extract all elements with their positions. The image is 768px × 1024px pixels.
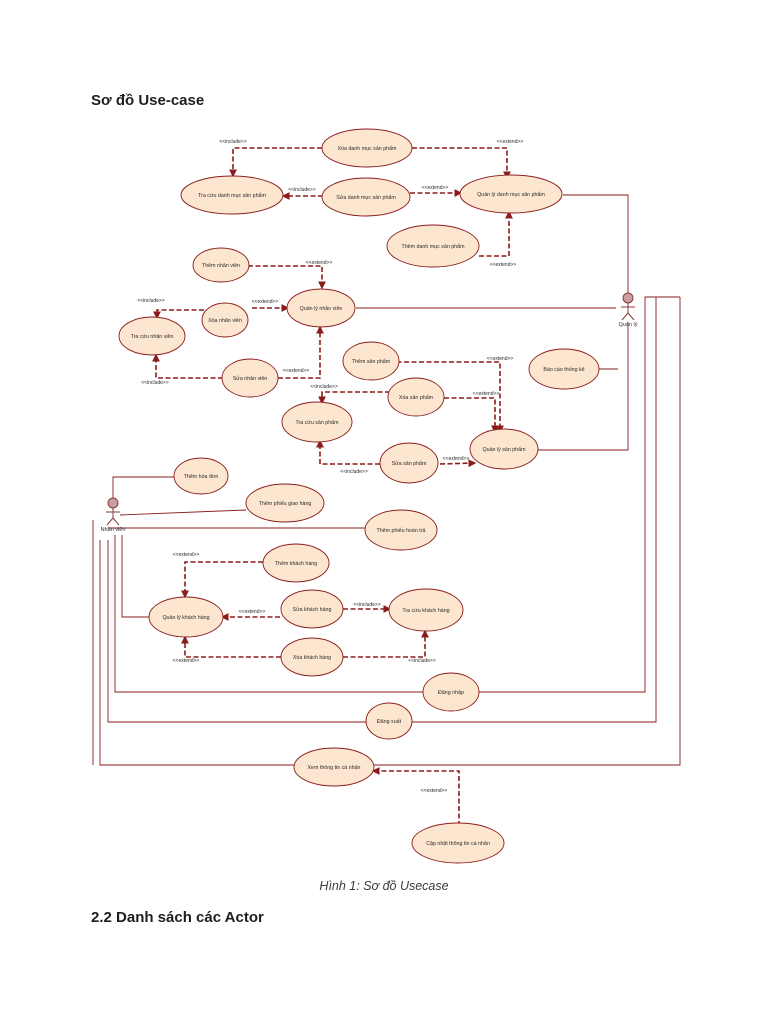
usecase-label: Tra cứu khách hàng [402,608,449,614]
usecase-label: Tra cứu nhân viên [131,334,174,340]
usecase-sua-khach-hang: Sửa khách hàng [280,589,344,629]
usecase-dang-xuat: Đăng xuất [365,702,413,740]
extend-label: <<extend>> [173,552,200,558]
actor-quan-ly: Quản lý [619,292,638,328]
include-label: <<include>> [288,187,316,193]
usecase-label: Đăng xuất [377,719,402,725]
usecase-label: Sửa nhân viên [233,375,268,382]
usecase-quan-ly-khach-hang: Quản lý khách hàng [148,596,224,638]
usecase-label: Xóa sản phẩm [399,394,434,401]
usecase-dang-nhap: Đăng nhập [422,672,480,712]
figure-caption: Hình 1: Sơ đồ Usecase [319,879,449,893]
include-label: <<include>> [310,384,338,390]
usecase-them-danh-muc: Thêm danh mục sản phẩm [386,224,480,268]
usecase-label: Sửa khách hàng [293,606,332,613]
usecase-label: Báo cáo thống kê [543,367,584,373]
usecase-xoa-nhan-vien: Xóa nhân viên [201,302,249,338]
usecase-label: Thêm phiếu hoàn trả [377,528,426,534]
extend-label: <<extend>> [422,185,449,191]
usecase-label: Quản lý khách hàng [162,615,209,621]
usecase-label: Cập nhật thông tin cá nhân [426,841,490,847]
usecase-label: Đăng nhập [438,690,464,696]
actor-label: Quản lý [619,322,638,328]
association-lines [92,194,681,766]
extend-label: <<extend>> [252,299,279,305]
usecase-label: Xóa nhân viên [208,318,242,324]
usecase-xoa-danh-muc: Xóa danh mục sản phẩm [321,128,413,168]
usecase-tra-cuu-san-pham: Tra cứu sản phẩm [281,401,353,443]
usecase-label: Thêm hóa đơn [184,474,219,480]
usecase-label: Sửa danh mục sản phẩm [336,194,396,201]
use-cases: Xóa danh mục sản phẩm Tra cứu danh mục s… [118,128,600,864]
extend-label: <<extend>> [443,456,470,462]
usecase-label: Xóa danh mục sản phẩm [338,145,397,152]
usecase-label: Thêm nhân viên [202,263,240,269]
diagram-heading: Sơ đồ Use-case [91,92,205,109]
usecase-sua-nhan-vien: Sửa nhân viên [221,358,279,398]
usecase-them-hoa-don: Thêm hóa đơn [173,457,229,495]
usecase-label: Xem thông tin cá nhân [307,765,360,771]
extend-label: <<extend>> [306,260,333,266]
usecase-label: Tra cứu sản phẩm [295,419,339,426]
actor-nhan-vien: Nhân viên [101,497,126,533]
usecase-label: Thêm sản phẩm [352,358,391,365]
include-label: <<include>> [340,469,368,475]
usecase-xoa-khach-hang: Xóa khách hàng [280,637,344,677]
extend-label: <<extend>> [487,356,514,362]
usecase-bao-cao-thong-ke: Báo cáo thống kê [528,348,600,390]
extend-label: <<extend>> [473,391,500,397]
usecase-label: Thêm phiếu giao hàng [259,501,312,507]
extend-label: <<extend>> [490,262,517,268]
usecase-label: Thêm khách hàng [275,561,317,567]
usecase-label: Quản lý danh mục sản phẩm [477,191,545,198]
include-label: <<include>> [353,602,381,608]
extend-label: <<extend>> [421,788,448,794]
usecase-xem-thong-tin: Xem thông tin cá nhân [293,747,375,787]
usecase-them-khach-hang: Thêm khách hàng [262,543,330,583]
extend-label: <<extend>> [283,368,310,374]
dependency-lines [152,147,513,826]
usecase-label: Tra cứu danh mục sản phẩm [198,192,266,199]
include-label: <<include>> [408,658,436,664]
stereotype-labels: <<include>> <<extend>> <<include>> <<ext… [137,139,523,794]
actor-label: Nhân viên [101,527,126,533]
usecase-xoa-san-pham: Xóa sản phẩm [387,377,445,417]
section-heading: 2.2 Danh sách các Actor [91,909,264,926]
usecase-tra-cuu-danh-muc: Tra cứu danh mục sản phẩm [180,175,284,215]
usecase-quan-ly-danh-muc: Quản lý danh mục sản phẩm [459,174,563,214]
usecase-them-nhan-vien: Thêm nhân viên [192,247,250,283]
usecase-cap-nhat-thong-tin: Cập nhật thông tin cá nhân [411,822,505,864]
usecase-sua-san-pham: Sửa sản phẩm [379,442,439,484]
extend-label: <<extend>> [239,609,266,615]
usecase-label: Quản lý nhân viên [300,306,343,312]
usecase-label: Xóa khách hàng [293,655,331,661]
extend-label: <<extend>> [497,139,524,145]
usecase-them-san-pham: Thêm sản phẩm [342,341,400,381]
usecase-quan-ly-nhan-vien: Quản lý nhân viên [286,288,356,328]
usecase-tra-cuu-nhan-vien: Tra cứu nhân viên [118,316,186,356]
usecase-them-phieu-giao-hang: Thêm phiếu giao hàng [245,483,325,523]
usecase-quan-ly-san-pham: Quản lý sản phẩm [469,428,539,470]
usecase-label: Quản lý sản phẩm [483,446,527,453]
include-label: <<include>> [137,298,165,304]
usecase-label: Sửa sản phẩm [392,460,427,467]
include-label: <<include>> [141,380,169,386]
usecase-tra-cuu-khach-hang: Tra cứu khách hàng [388,588,464,632]
usecase-sua-danh-muc: Sửa danh mục sản phẩm [321,177,411,217]
extend-label: <<extend>> [173,658,200,664]
usecase-them-phieu-hoan-tra: Thêm phiếu hoàn trả [364,509,438,551]
include-label: <<include>> [219,139,247,145]
usecase-label: Thêm danh mục sản phẩm [401,243,465,250]
